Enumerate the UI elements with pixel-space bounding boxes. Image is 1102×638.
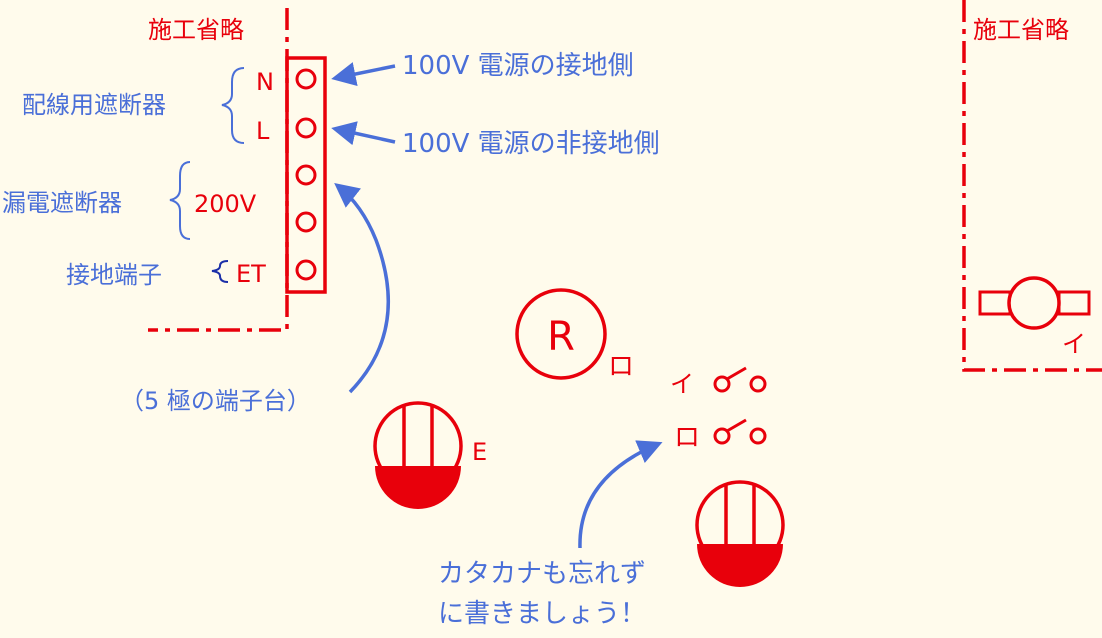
ceiling-light-label: イ bbox=[1062, 330, 1086, 358]
outlet-e: E bbox=[373, 401, 487, 509]
switch-i-symbol bbox=[713, 366, 767, 393]
outlet-duplex-fill bbox=[697, 544, 783, 587]
terminal-label-et: ET bbox=[236, 260, 266, 288]
left-omitted-box: 施工省略 bbox=[148, 8, 289, 332]
non-ground-side-note: 100V 電源の非接地側 bbox=[402, 129, 660, 159]
receptacle-r-circle bbox=[515, 288, 607, 380]
ground-side-arrow bbox=[331, 62, 396, 87]
terminal-200v-1 bbox=[295, 164, 317, 186]
right-box-border bbox=[962, 0, 1102, 372]
right-box-label: 施工省略 bbox=[973, 16, 1069, 44]
breaker-group-label: 配線用遮断器 bbox=[22, 91, 166, 119]
terminal-label-n: N bbox=[256, 68, 274, 96]
leakage-brace bbox=[169, 161, 191, 240]
leakage-group-label: 漏電遮断器 bbox=[2, 189, 122, 217]
outlet-e-fill bbox=[375, 466, 461, 509]
switch-ro-symbol bbox=[713, 418, 767, 445]
ground-group-label: 接地端子 bbox=[66, 261, 162, 289]
terminal-200v-2 bbox=[295, 211, 317, 233]
outlet-duplex bbox=[695, 480, 785, 587]
receptacle-r-letter: R bbox=[547, 314, 575, 360]
terminal-label-l: L bbox=[256, 117, 270, 145]
terminal-l bbox=[295, 117, 317, 139]
caption-arrow bbox=[334, 182, 391, 394]
terminal-et bbox=[295, 259, 317, 281]
non-ground-side-arrow bbox=[331, 121, 396, 146]
terminal-label-200v: 200V bbox=[194, 190, 257, 218]
ground-brace bbox=[211, 260, 229, 283]
right-omitted-box: 施工省略 イ bbox=[962, 0, 1102, 372]
katakana-note-arrow bbox=[578, 440, 663, 549]
terminal-n bbox=[295, 68, 317, 90]
ground-side-note: 100V 電源の接地側 bbox=[402, 51, 634, 81]
terminal-block-frame bbox=[285, 56, 327, 294]
outlet-e-label: E bbox=[472, 438, 487, 466]
ceiling-light-symbol bbox=[978, 276, 1091, 330]
katakana-note: カタカナも忘れず に書きましょう！ bbox=[438, 440, 663, 629]
switch-ro-label: ロ bbox=[674, 423, 700, 453]
katakana-note-line1: カタカナも忘れず bbox=[438, 559, 646, 589]
terminal-block-caption: （5 極の端子台） bbox=[120, 387, 311, 415]
terminal-block: N L 200V ET 配線用遮断器 漏電遮断器 接地端子 100V 電源の接地… bbox=[2, 51, 660, 415]
switch-group: イ ロ bbox=[670, 366, 767, 453]
receptacle-r-label: ロ bbox=[608, 352, 634, 382]
katakana-note-line2: に書きましょう！ bbox=[438, 599, 646, 629]
left-box-label: 施工省略 bbox=[148, 16, 244, 44]
switch-i-label: イ bbox=[670, 370, 694, 398]
left-box-border bbox=[148, 8, 289, 332]
receptacle-r: R ロ bbox=[515, 288, 634, 382]
breaker-brace bbox=[221, 67, 245, 144]
